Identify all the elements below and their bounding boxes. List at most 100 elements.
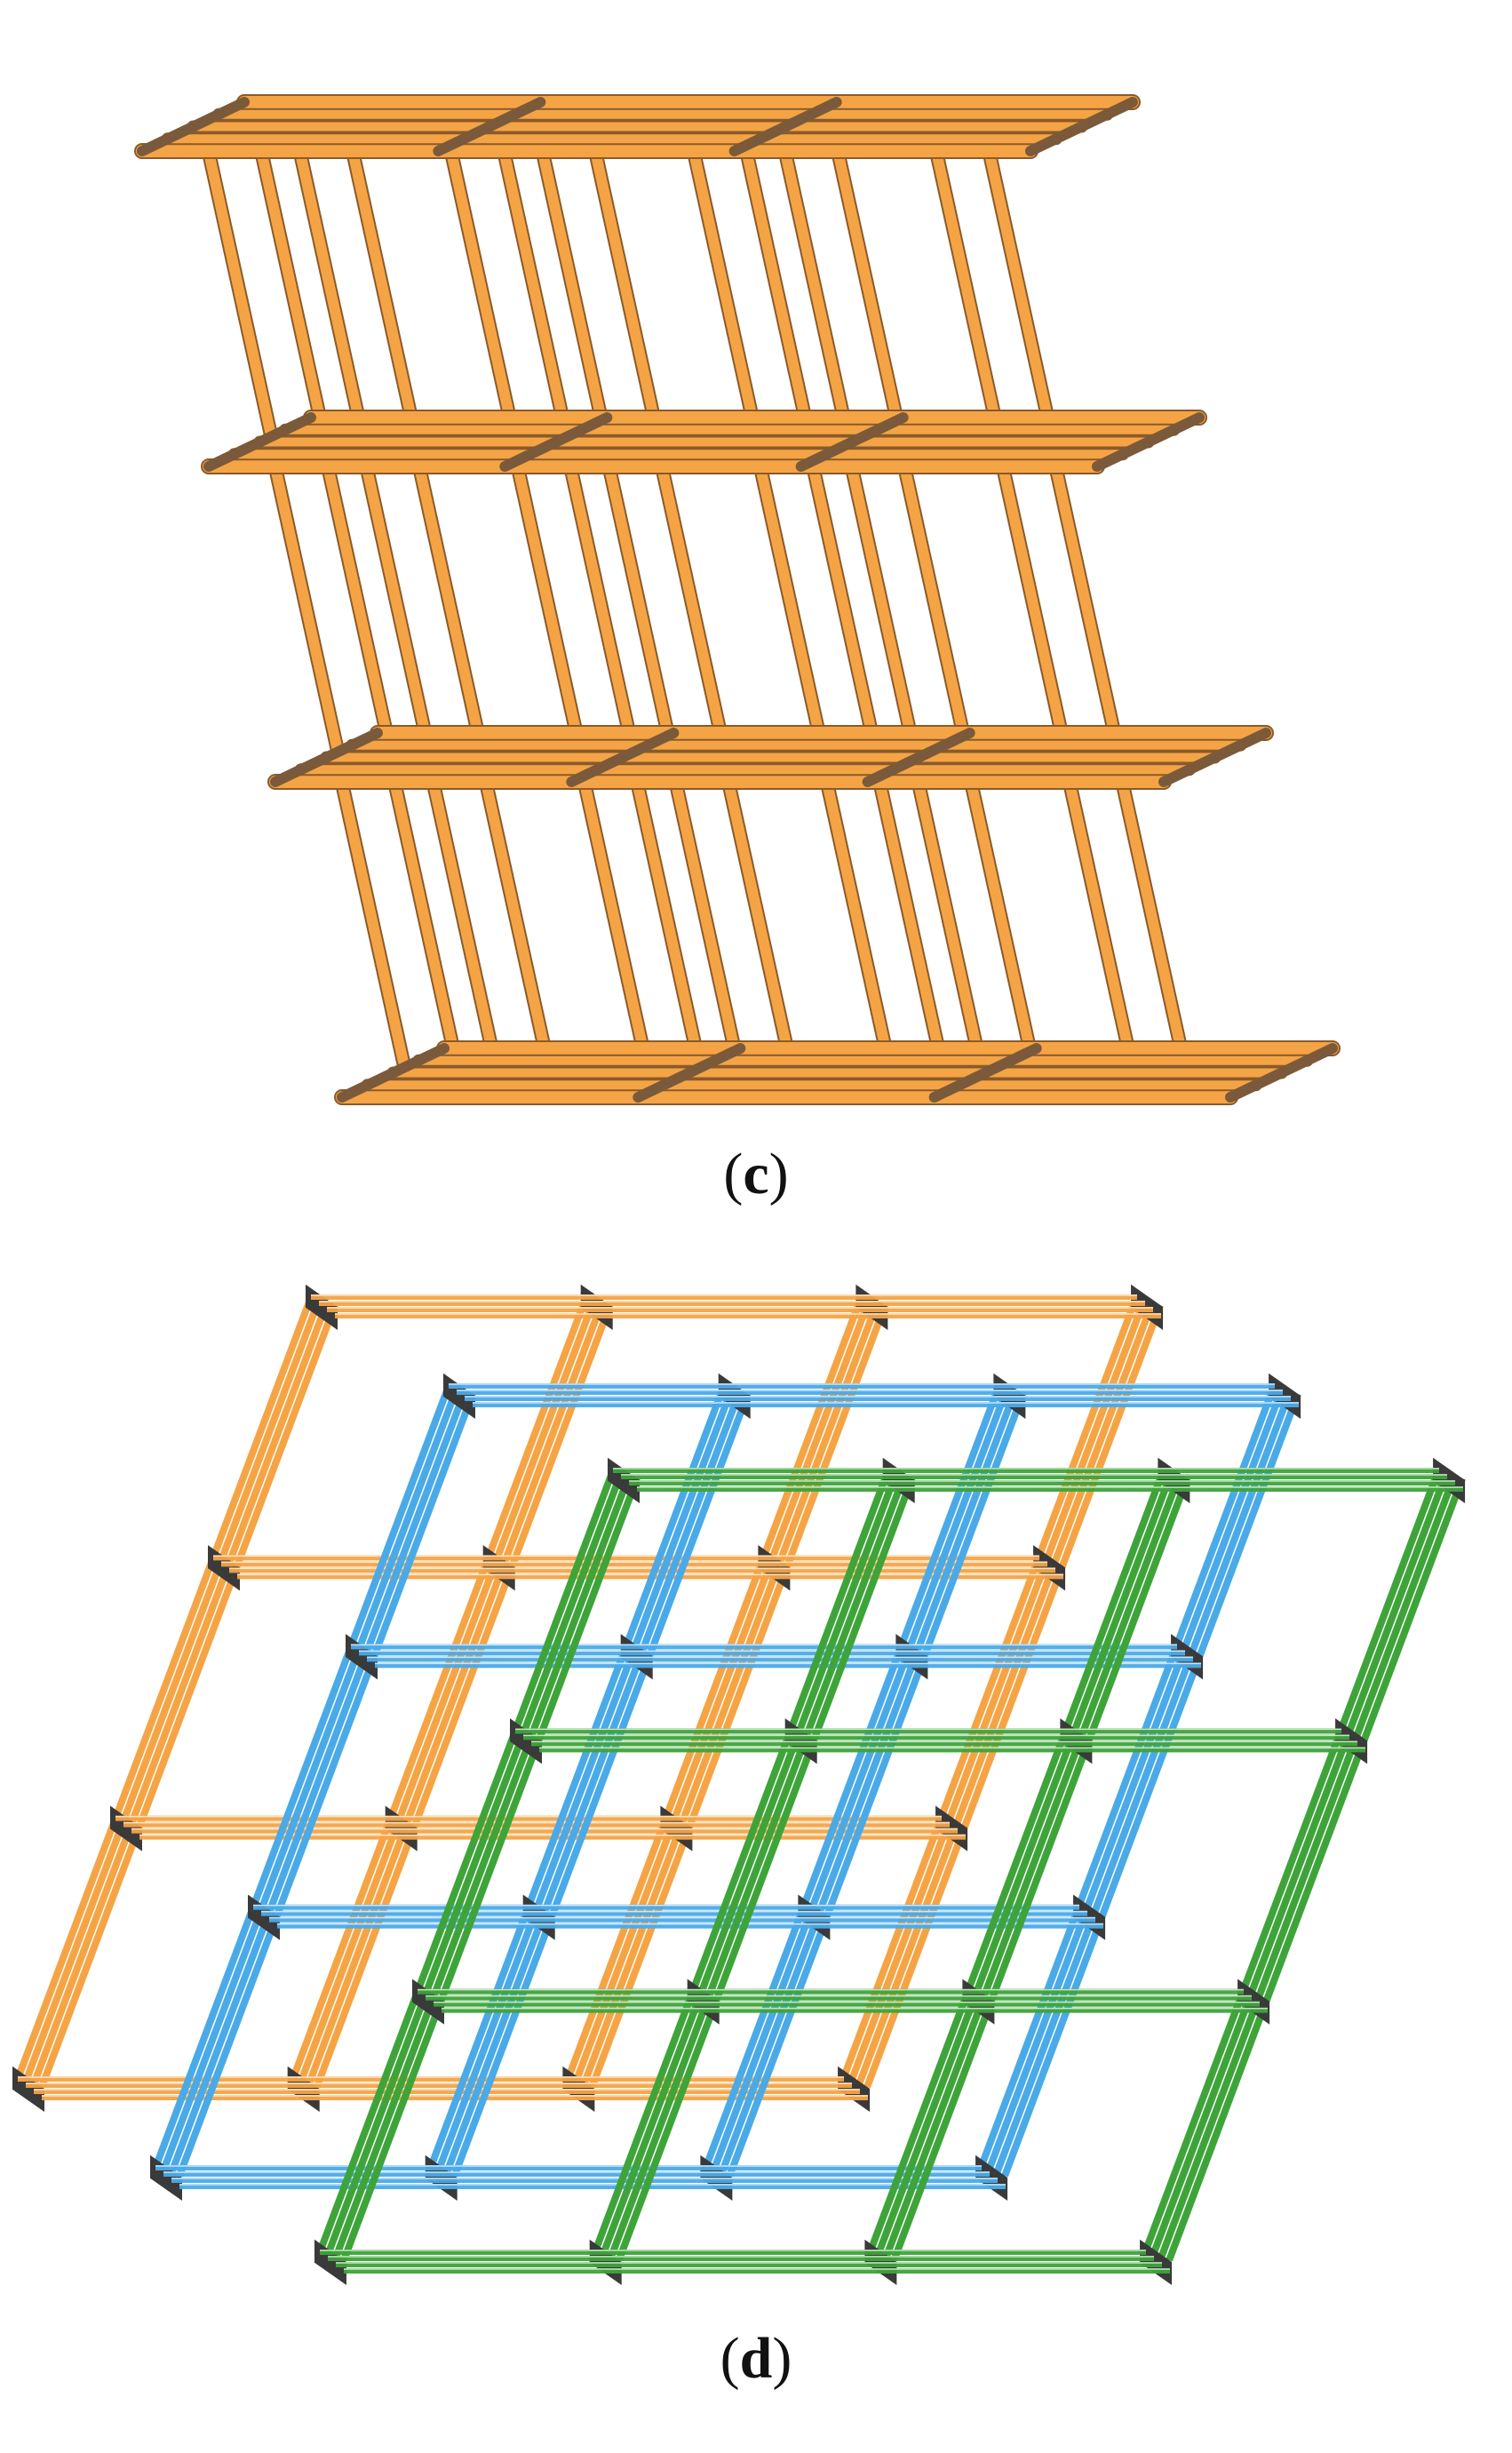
post-1-3-1 bbox=[1047, 449, 1126, 762]
post-1-2-0 bbox=[754, 458, 832, 772]
frame-green-post-3-3 bbox=[1166, 1477, 1466, 2262]
frame-blue-post-0-0 bbox=[152, 1384, 452, 2170]
post-1-1-1 bbox=[562, 449, 641, 762]
frame-blue-post-2-1 bbox=[710, 1387, 1011, 2172]
post-0-2-2 bbox=[775, 123, 853, 437]
frame-blue-post-1-1 bbox=[434, 1387, 736, 2172]
frame-orange-post-1-3 bbox=[313, 1303, 614, 2089]
frame-green-post-2-3 bbox=[890, 1477, 1191, 2262]
deck-1-cross-2 bbox=[795, 412, 909, 472]
post-1-2-1 bbox=[805, 449, 883, 762]
frame-blue-post-0-1 bbox=[160, 1387, 460, 2172]
post-0-1-0 bbox=[445, 143, 523, 457]
deck-1-cross-1 bbox=[499, 412, 613, 472]
frame-blue-post-2-3 bbox=[726, 1392, 1027, 2178]
frame-green-post-1-1 bbox=[599, 1471, 900, 2257]
deck-3-cross-2 bbox=[928, 1043, 1042, 1103]
frame-orange-post-2-3 bbox=[588, 1303, 889, 2089]
post-0-1-2 bbox=[532, 123, 610, 437]
post-2-3-0 bbox=[1063, 774, 1142, 1087]
post-1-2-2 bbox=[841, 439, 919, 753]
caption-d-open: ( bbox=[720, 2326, 740, 2391]
post-1-1-3 bbox=[649, 429, 728, 743]
frame-green-post-1-0 bbox=[591, 1469, 892, 2254]
deck-3 bbox=[334, 1040, 1341, 1105]
post-2-0-0 bbox=[336, 774, 413, 1087]
post-2-1-0 bbox=[578, 774, 657, 1087]
frame-blue-post-3-2 bbox=[993, 1390, 1293, 2175]
frame-blue-post-1-2 bbox=[442, 1390, 744, 2175]
post-0-2-3 bbox=[825, 114, 903, 427]
post-2-2-2 bbox=[908, 754, 986, 1068]
post-2-2-1 bbox=[871, 764, 950, 1078]
frame-green-post-2-0 bbox=[866, 1469, 1167, 2254]
caption-c-open: ( bbox=[723, 1142, 744, 1207]
post-0-0-3 bbox=[340, 114, 418, 427]
frame-orange-post-0-0 bbox=[14, 1295, 314, 2081]
post-1-0-1 bbox=[320, 449, 397, 762]
deck-0-cross-1 bbox=[433, 97, 546, 156]
frame-orange-post-0-2 bbox=[30, 1301, 330, 2086]
deck-3-cross-0 bbox=[337, 1043, 450, 1103]
post-2-0-2 bbox=[423, 754, 500, 1068]
frame-green-post-2-1 bbox=[874, 1471, 1175, 2257]
frame-orange-post-3-1 bbox=[848, 1298, 1148, 2083]
caption-c-close: ) bbox=[768, 1142, 789, 1207]
caption-c-letter: c bbox=[743, 1142, 769, 1207]
frame-green-post-3-2 bbox=[1158, 1474, 1458, 2259]
deck-0-cross-2 bbox=[728, 97, 842, 156]
frame-orange-post-3-2 bbox=[855, 1301, 1156, 2086]
post-1-0-2 bbox=[356, 439, 434, 753]
frame-green bbox=[314, 1457, 1466, 2286]
frame-blue-post-3-0 bbox=[977, 1384, 1277, 2170]
deck-1 bbox=[201, 410, 1207, 474]
caption-d-letter: d bbox=[739, 2326, 773, 2391]
deck-3-cross-1 bbox=[633, 1043, 746, 1103]
caption-d-close: ) bbox=[772, 2326, 792, 2391]
frame-blue-post-1-3 bbox=[450, 1392, 752, 2178]
frame-orange-post-2-0 bbox=[564, 1295, 865, 2081]
frame-green-post-3-0 bbox=[1142, 1469, 1442, 2254]
post-2-0-1 bbox=[386, 764, 464, 1078]
post-2-1-1 bbox=[629, 764, 707, 1078]
frame-orange-post-0-1 bbox=[22, 1298, 322, 2083]
deck-3-cross-3 bbox=[1225, 1043, 1338, 1103]
post-0-1-3 bbox=[583, 114, 661, 427]
post-2-2-3 bbox=[959, 745, 1037, 1058]
deck-2-cross-2 bbox=[862, 728, 975, 787]
frame-blue-post-2-0 bbox=[702, 1384, 1003, 2170]
post-1-2-3 bbox=[892, 429, 970, 743]
post-2-3-1 bbox=[1114, 764, 1192, 1078]
layered-frames-d bbox=[12, 1284, 1466, 2286]
caption-d: (d) bbox=[0, 2323, 1512, 2394]
frame-green-post-2-2 bbox=[882, 1474, 1183, 2259]
deck-0-cross-0 bbox=[137, 97, 250, 156]
deck-1-cross-3 bbox=[1092, 412, 1205, 472]
frame-blue bbox=[150, 1373, 1301, 2202]
frame-blue-post-0-2 bbox=[168, 1390, 468, 2175]
post-1-3-0 bbox=[997, 458, 1075, 772]
post-0-0-2 bbox=[290, 123, 367, 437]
frame-orange-post-2-2 bbox=[580, 1301, 881, 2086]
post-1-1-0 bbox=[512, 458, 590, 772]
post-0-1-1 bbox=[496, 133, 574, 447]
frame-orange-post-2-1 bbox=[572, 1298, 873, 2083]
frame-orange-post-3-3 bbox=[863, 1303, 1164, 2089]
frame-green-post-0-3 bbox=[340, 1477, 641, 2262]
frame-green-post-1-3 bbox=[615, 1477, 916, 2262]
frame-orange-post-3-0 bbox=[840, 1295, 1140, 2081]
frame-blue-post-1-0 bbox=[426, 1384, 728, 2170]
caption-c: (c) bbox=[0, 1139, 1512, 1210]
post-2-2-0 bbox=[821, 774, 899, 1087]
frame-orange-post-0-3 bbox=[38, 1303, 338, 2089]
frame-green-post-0-2 bbox=[332, 1474, 633, 2259]
frame-green-post-0-0 bbox=[316, 1469, 617, 2254]
lattice-structure-c bbox=[134, 94, 1341, 1105]
deck-1-cross-0 bbox=[203, 412, 316, 472]
post-0-0-1 bbox=[253, 133, 330, 447]
post-2-0-3 bbox=[473, 745, 551, 1058]
frame-orange-post-1-1 bbox=[297, 1298, 598, 2083]
deck-2-cross-3 bbox=[1158, 728, 1271, 787]
posts bbox=[201, 112, 1194, 1089]
